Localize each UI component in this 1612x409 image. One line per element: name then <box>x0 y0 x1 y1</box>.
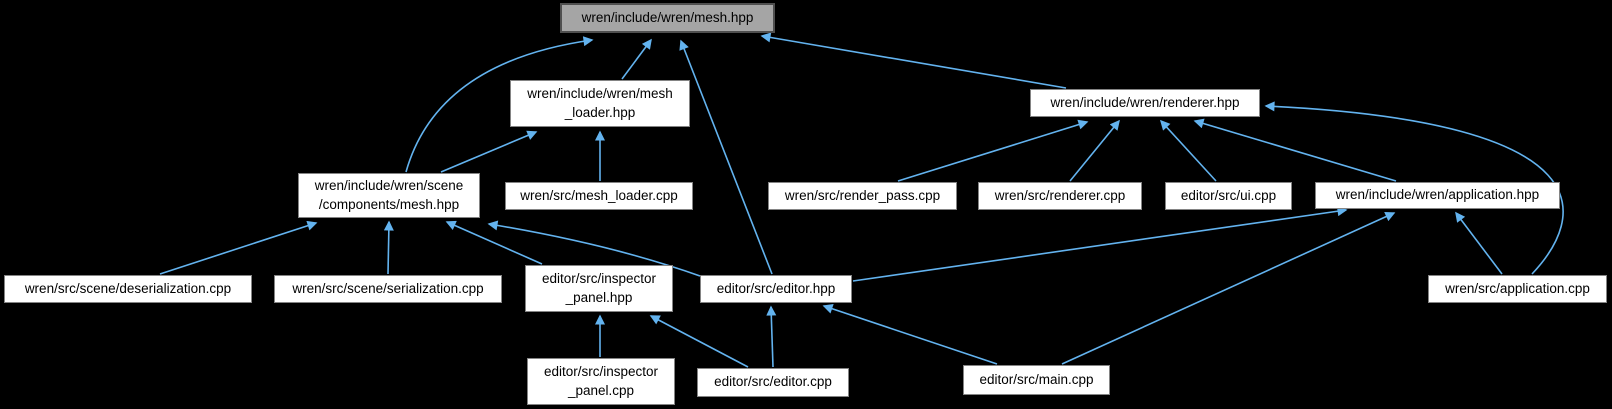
edge-application-cpp-to-application-hpp <box>1455 211 1503 275</box>
edge-application-hpp-to-renderer-hpp <box>1193 118 1397 182</box>
node-mesh-loader-cpp[interactable]: wren/src/mesh_loader.cpp <box>505 182 693 210</box>
node-ui-cpp[interactable]: editor/src/ui.cpp <box>1165 182 1292 210</box>
node-main-cpp[interactable]: editor/src/main.cpp <box>963 365 1110 395</box>
edge-render-pass-cpp-to-renderer-hpp <box>897 119 1089 182</box>
edge-editor-cpp-to-editor-hpp <box>766 305 777 368</box>
node-render-pass-cpp[interactable]: wren/src/render_pass.cpp <box>768 182 957 210</box>
node-mesh-hpp: wren/include/wren/mesh.hpp <box>560 3 775 33</box>
edge-scene-mesh-hpp-to-mesh-loader-hpp <box>440 130 538 173</box>
edge-renderer-cpp-to-renderer-hpp <box>1069 119 1120 182</box>
node-deserialization-cpp[interactable]: wren/src/scene/deserialization.cpp <box>4 275 252 303</box>
node-inspector-panel-cpp[interactable]: editor/src/inspector _panel.cpp <box>527 358 675 405</box>
edge-serialization-cpp-to-scene-mesh-hpp <box>383 220 394 275</box>
edge-mesh-loader-hpp-to-mesh-hpp <box>621 38 652 80</box>
edge-main-cpp-to-editor-hpp <box>822 303 998 365</box>
edge-renderer-hpp-to-mesh-hpp <box>760 32 1067 89</box>
node-inspector-panel-hpp[interactable]: editor/src/inspector _panel.hpp <box>525 265 673 312</box>
edge-inspector-panel-hpp-to-scene-mesh-hpp <box>445 220 543 265</box>
node-mesh-loader-hpp[interactable]: wren/include/wren/mesh _loader.hpp <box>510 80 690 127</box>
node-serialization-cpp[interactable]: wren/src/scene/serialization.cpp <box>274 275 502 303</box>
edge-main-cpp-to-application-hpp <box>1061 211 1396 365</box>
edge-deserialization-cpp-to-scene-mesh-hpp <box>159 220 318 275</box>
node-renderer-hpp[interactable]: wren/include/wren/renderer.hpp <box>1030 89 1260 117</box>
node-scene-components-mesh-hpp[interactable]: wren/include/wren/scene /components/mesh… <box>298 173 480 218</box>
edge-editor-hpp-to-application-hpp <box>852 206 1348 282</box>
node-renderer-cpp[interactable]: wren/src/renderer.cpp <box>978 182 1142 210</box>
node-application-hpp[interactable]: wren/include/wren/application.hpp <box>1315 182 1560 209</box>
edge-editor-hpp-to-mesh-hpp <box>679 39 773 275</box>
node-editor-hpp[interactable]: editor/src/editor.hpp <box>700 275 852 303</box>
edge-ui-cpp-to-renderer-hpp <box>1159 119 1217 182</box>
node-application-cpp[interactable]: wren/src/application.cpp <box>1428 275 1607 303</box>
node-editor-cpp[interactable]: editor/src/editor.cpp <box>697 368 849 397</box>
